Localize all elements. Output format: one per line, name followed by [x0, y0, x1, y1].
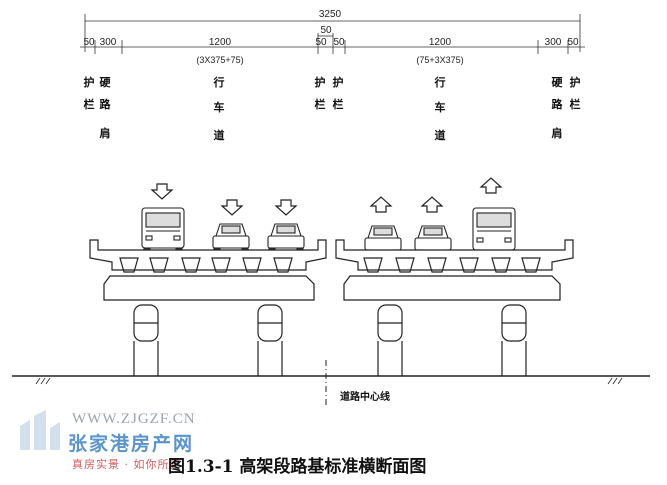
label-right-shoulder-3: 肩: [552, 126, 563, 140]
arrow-down-2: [220, 199, 244, 216]
watermark-slogan: 真房实景 · 如你所见: [72, 458, 182, 471]
dimension-lines: [80, 14, 585, 54]
label-shoulder-1: 硬: [100, 76, 112, 89]
dim-right-median-half: 50: [333, 37, 345, 48]
label-median-b-2: 栏: [333, 97, 344, 111]
bus-icon: [472, 207, 516, 257]
dim-right-shoulder: 300: [545, 37, 562, 48]
arrow-up-3: [479, 177, 503, 194]
dim-left-median-half: 50: [315, 37, 327, 48]
ground-line: [12, 375, 650, 385]
label-shoulder-3: 肩: [100, 126, 111, 140]
label-right-lane-2: 车: [435, 100, 446, 114]
dim-right-guard: 50: [567, 37, 579, 48]
label-median-a-1: 护: [315, 75, 326, 89]
dim-right-lanes: 1200: [429, 37, 452, 48]
label-guardrail-1: 护: [84, 75, 95, 89]
arrow-up-2: [420, 196, 444, 213]
figure-caption: 图1.3-1 高架段路基标准横断面图: [168, 457, 427, 477]
watermark-name: 张家港房产网: [68, 433, 195, 455]
dim-left-shoulder: 300: [100, 37, 117, 48]
label-lane-2: 车: [214, 100, 225, 114]
label-lane-1: 行: [213, 75, 225, 89]
dim-left-lanes-detail: (3X375+75): [196, 55, 243, 65]
label-right-lane-3: 道: [435, 128, 446, 142]
direction-arrows: [150, 177, 503, 216]
car-icon: [364, 225, 402, 256]
label-right-shoulder-1: 硬: [552, 76, 564, 89]
label-guardrail-2: 栏: [84, 97, 95, 111]
label-right-lane-1: 行: [434, 75, 446, 89]
dim-right-lanes-detail: (75+3X375): [416, 55, 463, 65]
car-icon: [267, 223, 305, 254]
label-median-a-2: 栏: [315, 97, 326, 111]
label-lane-3: 道: [214, 128, 225, 142]
right-bridge-deck: [335, 239, 574, 376]
arrow-down-1: [150, 183, 174, 200]
label-shoulder-2: 路: [100, 97, 112, 111]
arrow-down-3: [274, 199, 298, 216]
watermark-logo: [20, 410, 60, 450]
watermark-url: WWW.ZJGZF.CN: [72, 411, 196, 427]
road-centerline: 道路中心线: [325, 360, 390, 405]
label-right-shoulder-2: 路: [552, 97, 564, 111]
bus-icon: [141, 207, 185, 255]
left-bridge-deck: [89, 239, 327, 376]
label-right-guardrail-2: 栏: [570, 97, 581, 111]
label-median-b-1: 护: [333, 75, 344, 89]
dim-left-guard: 50: [83, 37, 95, 48]
dim-median: 50: [320, 25, 332, 36]
dim-left-lanes: 1200: [209, 37, 232, 48]
dim-total: 3250: [319, 9, 342, 20]
centerline-label: 道路中心线: [340, 390, 390, 403]
label-right-guardrail-1: 护: [570, 75, 581, 89]
car-icon: [212, 223, 250, 254]
arrow-up-1: [369, 196, 393, 213]
